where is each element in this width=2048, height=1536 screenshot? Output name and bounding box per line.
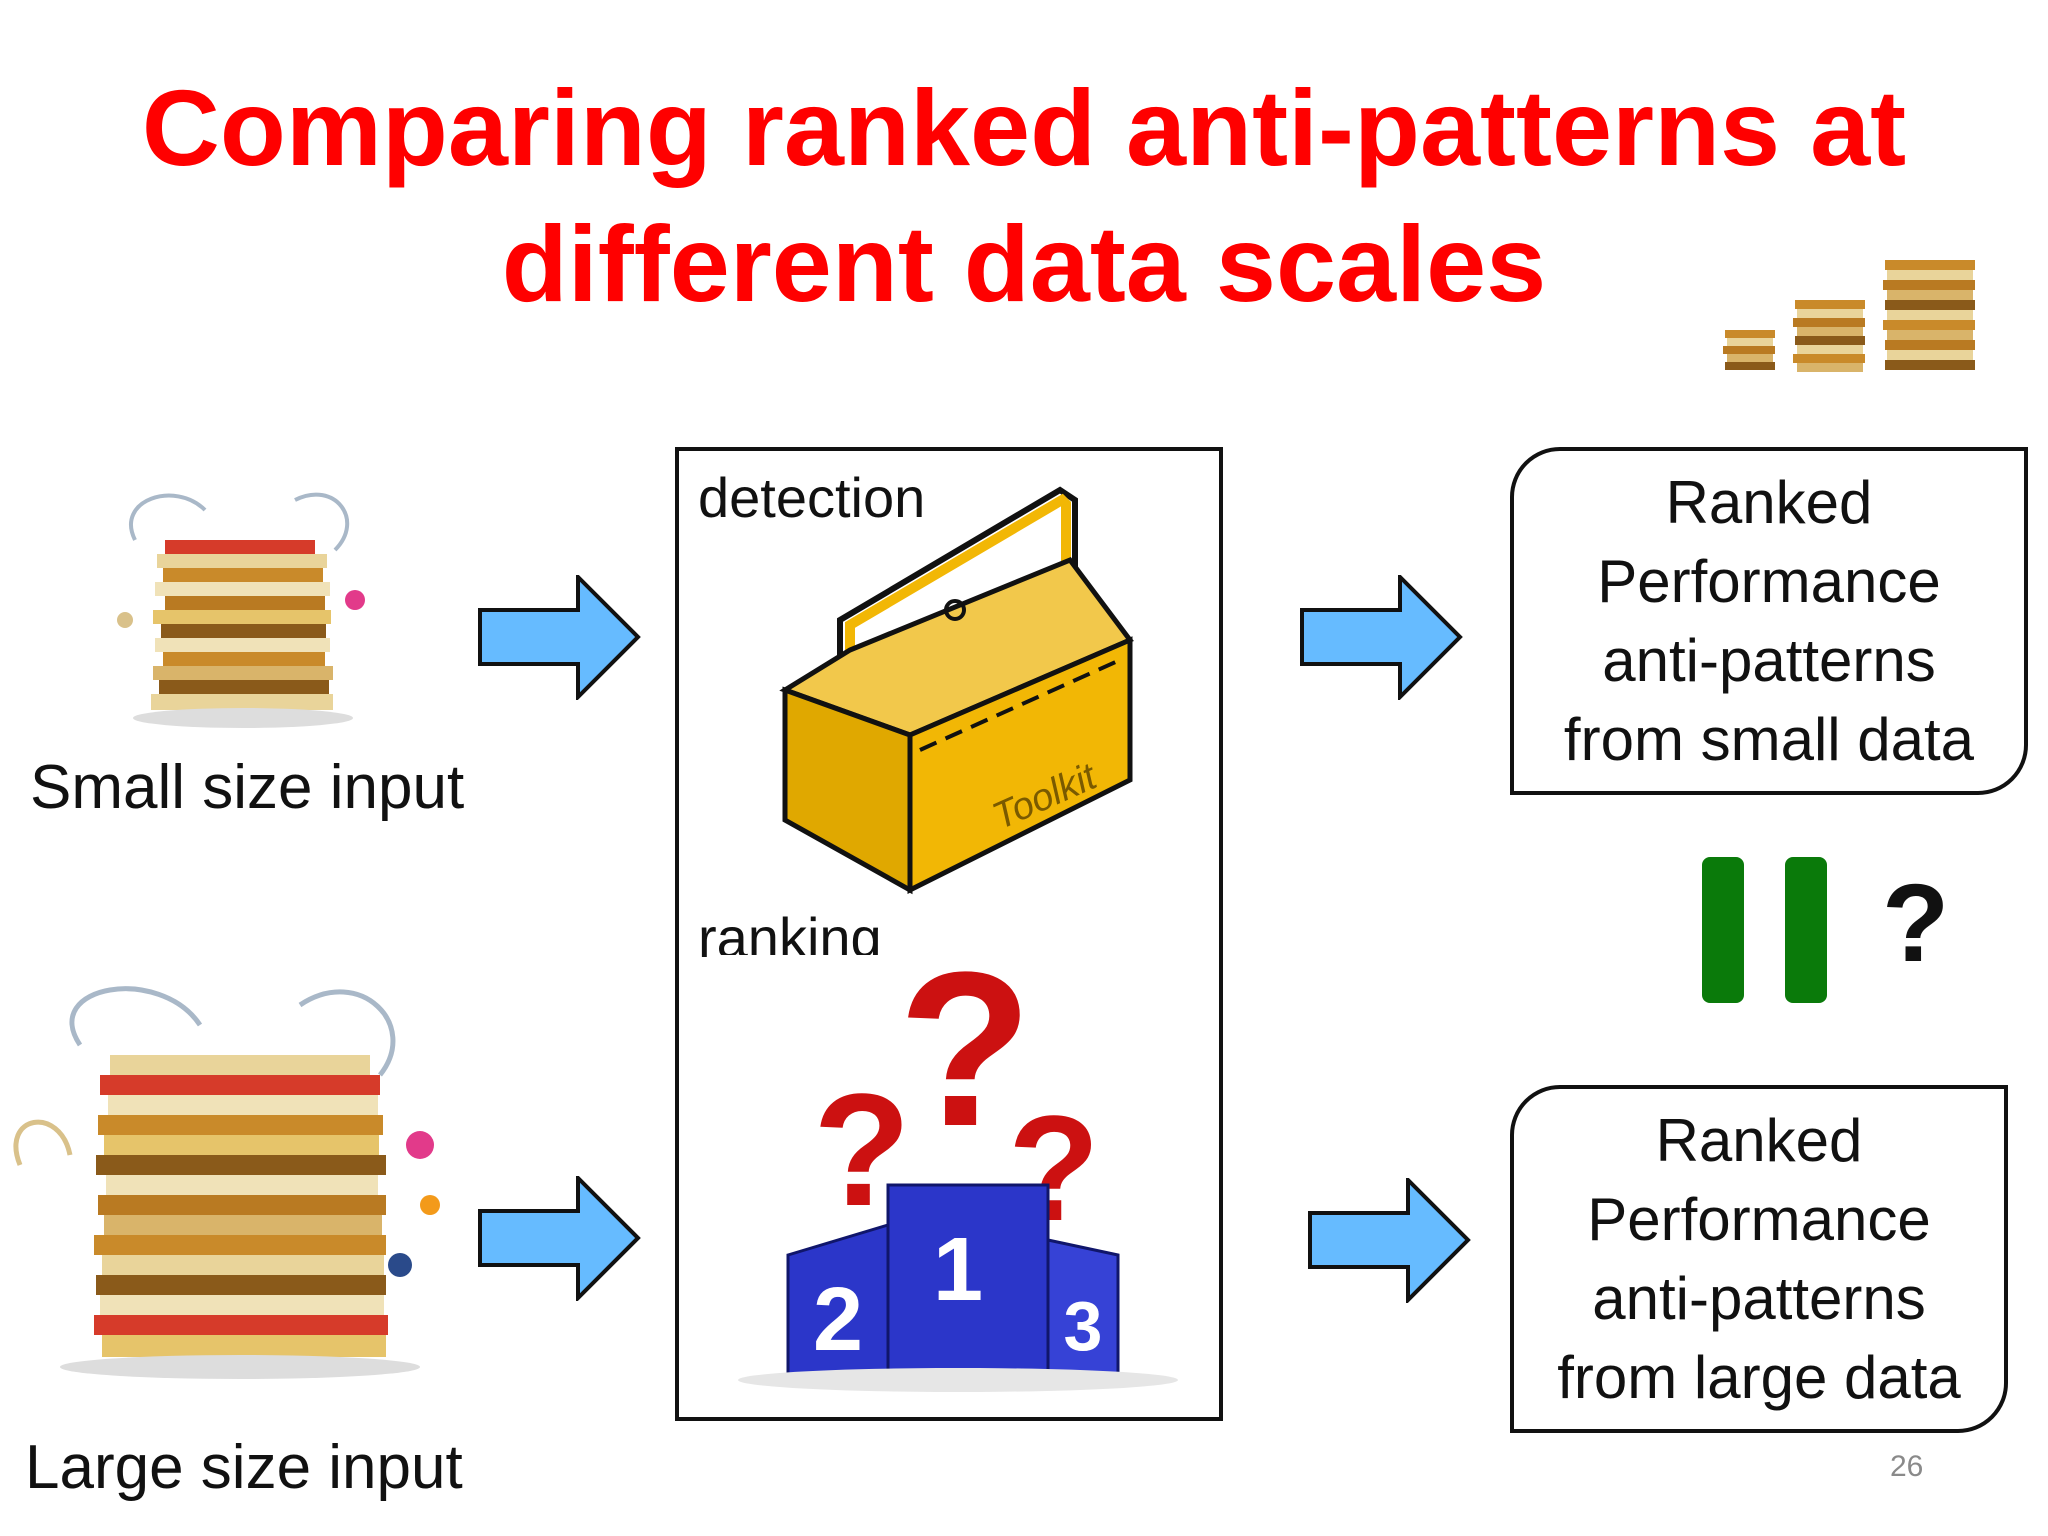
arrow-right-icon <box>478 1176 641 1301</box>
output-small-line-1: Ranked <box>1665 469 1873 536</box>
arrow-right-icon <box>1300 575 1463 700</box>
arrow-right-icon <box>1308 1178 1471 1303</box>
output-large-line-3: anti-patterns <box>1592 1265 1926 1332</box>
large-input-label: Large size input <box>25 1433 463 1502</box>
output-small-line-2: Performance <box>1597 548 1941 615</box>
slide-title-line-1: Comparing ranked anti-patterns at <box>141 67 1907 188</box>
slide-title: Comparing ranked anti-patterns at differ… <box>0 60 2048 332</box>
large-paper-stack-icon <box>13 986 440 1379</box>
output-large-line-2: Performance <box>1587 1186 1931 1253</box>
slide-number: 26 <box>1890 1450 1924 1483</box>
output-small-line-3: anti-patterns <box>1602 627 1936 694</box>
svg-text:?: ? <box>898 955 1032 1172</box>
detection-label: detection <box>698 466 926 529</box>
tiny-stack-3 <box>1883 260 1975 370</box>
output-box-small: Ranked Performance anti-patterns from sm… <box>1510 447 2028 795</box>
small-input-label: Small size input <box>30 753 465 822</box>
question-mark: ? <box>1882 862 1950 985</box>
arrow-right-icon <box>478 575 641 700</box>
podium-number-2: 2 <box>813 1270 863 1370</box>
equals-sign-icon <box>1702 857 1827 1003</box>
small-paper-stack-icon <box>117 492 365 728</box>
tiny-stack-2 <box>1793 300 1865 372</box>
paper-stacks-icon <box>1723 260 1975 372</box>
output-box-large: Ranked Performance anti-patterns from la… <box>1510 1085 2008 1433</box>
podium-number-3: 3 <box>1064 1287 1103 1365</box>
tiny-stack-1 <box>1723 330 1775 370</box>
toolbox-icon: Toolkit <box>779 486 1134 895</box>
slide-title-line-2: different data scales <box>501 203 1547 324</box>
output-large-line-4: from large data <box>1557 1344 1961 1411</box>
podium-number-1: 1 <box>933 1220 983 1320</box>
output-large-line-1: Ranked <box>1655 1107 1863 1174</box>
output-small-line-4: from small data <box>1563 706 1975 773</box>
podium-question-icon: ? ? ? 1 2 3 <box>718 955 1192 1395</box>
